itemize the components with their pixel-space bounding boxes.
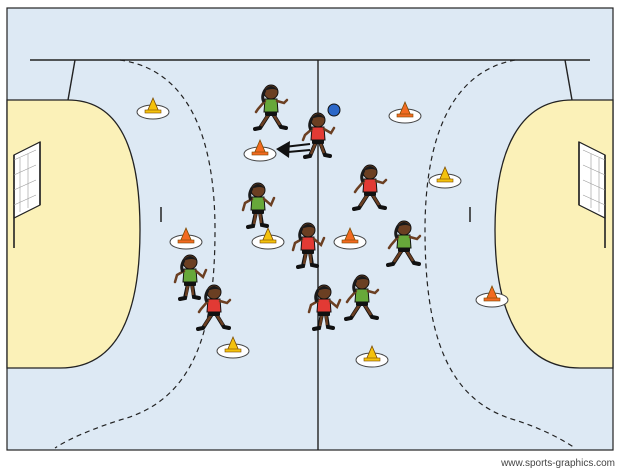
credit-text: www.sports-graphics.com — [501, 458, 615, 469]
ball-icon — [328, 104, 340, 116]
goal-area-left — [7, 100, 140, 368]
